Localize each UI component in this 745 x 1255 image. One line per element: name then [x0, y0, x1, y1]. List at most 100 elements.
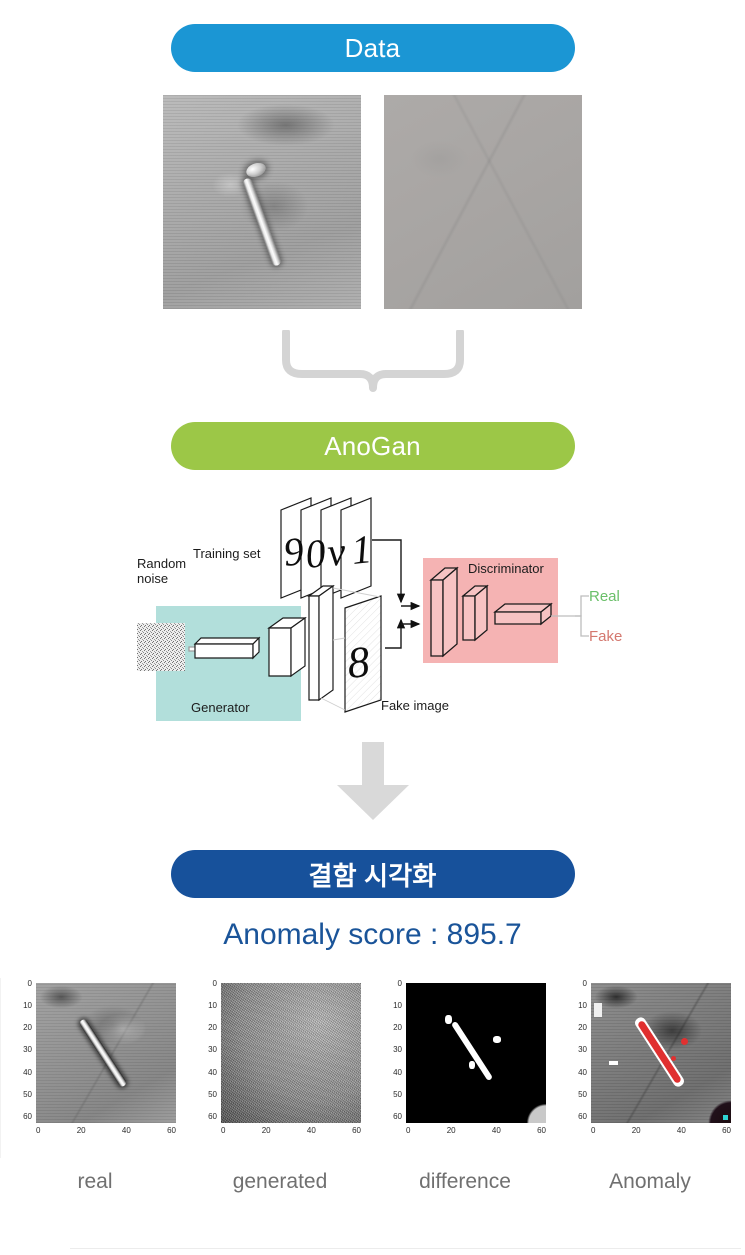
y-tick: 20 — [208, 1023, 217, 1033]
x-tick: 40 — [676, 1126, 686, 1135]
y-tick: 30 — [23, 1045, 32, 1055]
fake-image-card: 8 — [320, 587, 382, 713]
y-axis-generated: 0 10 20 30 40 50 60 — [191, 979, 217, 1123]
image-real — [36, 983, 176, 1123]
plot-anomaly: 0 10 20 30 40 50 60 — [561, 978, 739, 1140]
x-tick: 0 — [36, 1126, 41, 1135]
training-set-label: Training set — [193, 546, 261, 561]
svg-text:1: 1 — [349, 526, 374, 573]
x-tick: 60 — [167, 1126, 176, 1135]
sample-image-normal — [384, 95, 582, 309]
x-tick: 60 — [537, 1126, 546, 1135]
y-tick: 10 — [393, 1001, 402, 1011]
anomaly-score: Anomaly score : 895.7 — [223, 918, 522, 951]
x-tick: 40 — [121, 1126, 131, 1135]
svg-text:0: 0 — [303, 530, 328, 577]
nail-head-highlight — [244, 160, 268, 180]
svg-text:v: v — [325, 528, 348, 575]
y-tick: 40 — [393, 1067, 402, 1077]
down-arrow-icon — [336, 742, 409, 820]
x-tick: 40 — [491, 1126, 501, 1135]
x-axis-difference: 0 20 40 60 — [406, 1126, 546, 1135]
discriminator-output-split — [550, 595, 589, 637]
bottom-divider — [70, 1248, 741, 1249]
stage-banner-anogan-label: AnoGan — [324, 430, 421, 461]
caption-generated: generated — [232, 1170, 328, 1193]
result-panel-row: 0 10 20 30 40 50 60 0 20 40 60 — [0, 978, 745, 1194]
y-tick: 30 — [578, 1045, 587, 1055]
data-sample-row — [0, 95, 745, 309]
sample-image-anomalous — [163, 95, 361, 309]
y-tick: 40 — [208, 1067, 217, 1077]
plot-real: 0 10 20 30 40 50 60 0 20 40 60 — [6, 978, 184, 1140]
x-tick: 20 — [631, 1126, 641, 1135]
y-tick: 10 — [23, 1001, 32, 1011]
y-tick: 0 — [212, 979, 217, 988]
y-tick: 50 — [23, 1089, 32, 1099]
fake-image-label: Fake image — [381, 698, 449, 713]
result-panel-difference: 0 10 20 30 40 50 60 — [376, 978, 554, 1194]
image-generated — [221, 983, 361, 1123]
result-panel-generated: 0 10 20 30 40 50 60 0 20 40 60 — [191, 978, 369, 1194]
generator-label: Generator — [191, 700, 250, 715]
stage-banner-data: Data — [170, 24, 575, 72]
image-anomaly — [591, 983, 731, 1123]
stage-banner-data-label: Data — [344, 32, 401, 63]
caption-real: real — [77, 1170, 113, 1193]
x-axis-generated: 0 20 40 60 — [221, 1126, 361, 1135]
y-tick: 60 — [23, 1111, 32, 1121]
y-tick: 20 — [393, 1023, 402, 1033]
training-set-cards: 9 0 v 1 — [279, 497, 374, 599]
y-tick: 60 — [208, 1111, 217, 1121]
x-tick: 20 — [76, 1126, 86, 1135]
stage-banner-anogan: AnoGan — [170, 422, 575, 470]
y-tick: 0 — [27, 979, 32, 988]
y-tick: 10 — [208, 1001, 217, 1011]
random-noise-patch — [136, 623, 185, 671]
y-tick: 30 — [393, 1045, 402, 1055]
caption-difference: difference — [419, 1170, 511, 1193]
y-axis-real: 0 10 20 30 40 50 60 — [6, 979, 32, 1123]
x-tick: 20 — [261, 1126, 271, 1135]
x-axis-real: 0 20 40 60 — [36, 1126, 176, 1135]
x-tick: 60 — [722, 1126, 731, 1135]
discriminator-label: Discriminator — [468, 561, 545, 576]
y-tick: 10 — [578, 1001, 587, 1011]
x-tick: 60 — [352, 1126, 361, 1135]
stage-banner-visualization: 결함 시각화 — [170, 850, 575, 898]
svg-text:8: 8 — [344, 637, 371, 688]
gan-architecture-diagram: 9 0 v 1 Training set Random noise Genera… — [136, 497, 622, 721]
y-tick: 60 — [578, 1111, 587, 1121]
y-tick: 20 — [23, 1023, 32, 1033]
x-tick: 0 — [221, 1126, 226, 1135]
plot-generated: 0 10 20 30 40 50 60 0 20 40 60 — [191, 978, 369, 1140]
y-axis-anomaly: 0 10 20 30 40 50 60 — [561, 979, 587, 1123]
y-tick: 20 — [578, 1023, 587, 1033]
merge-brace-icon — [281, 330, 464, 392]
random-noise-label-line2: noise — [137, 571, 168, 586]
y-axis-difference: 0 10 20 30 40 50 60 — [376, 979, 402, 1123]
result-panel-anomaly: 0 10 20 30 40 50 60 — [561, 978, 739, 1194]
x-tick: 20 — [446, 1126, 456, 1135]
x-axis-anomaly: 0 20 40 60 — [591, 1126, 731, 1135]
y-tick: 60 — [393, 1111, 402, 1121]
result-panel-real: 0 10 20 30 40 50 60 0 20 40 60 — [6, 978, 184, 1194]
x-tick: 0 — [406, 1126, 411, 1135]
real-output-label: Real — [589, 588, 620, 605]
svg-text:9: 9 — [281, 528, 306, 575]
image-difference — [406, 983, 546, 1123]
y-tick: 30 — [208, 1045, 217, 1055]
x-tick: 40 — [306, 1126, 316, 1135]
generator-layers — [193, 584, 335, 702]
discriminator-inputs — [371, 539, 420, 649]
y-tick: 0 — [397, 979, 402, 988]
fake-output-label: Fake — [589, 628, 622, 645]
y-tick: 50 — [208, 1089, 217, 1099]
plot-difference: 0 10 20 30 40 50 60 — [376, 978, 554, 1140]
y-tick: 0 — [582, 979, 587, 988]
random-noise-label-line1: Random — [137, 556, 186, 571]
discriminator-layers — [428, 566, 553, 658]
y-tick: 40 — [578, 1067, 587, 1077]
y-tick: 50 — [393, 1089, 402, 1099]
